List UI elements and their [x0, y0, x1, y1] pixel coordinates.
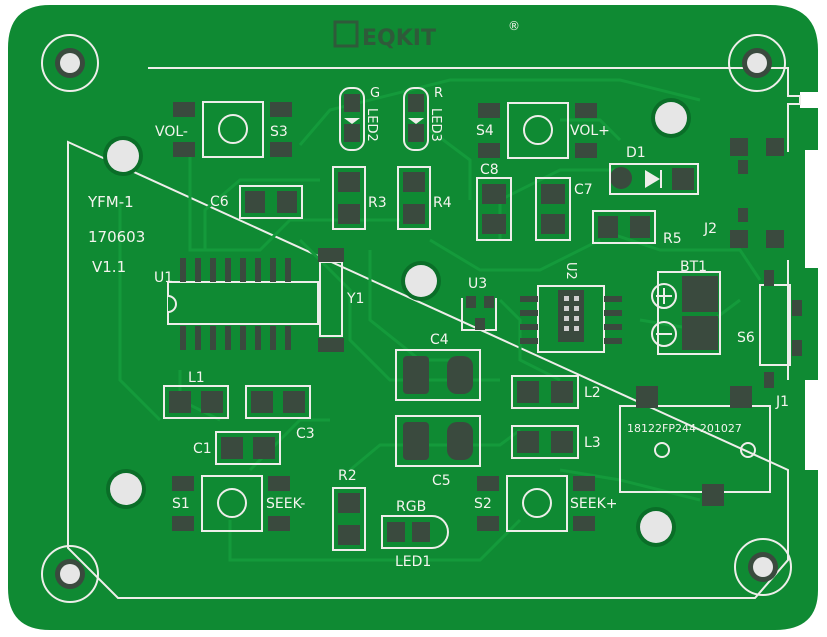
- inductor-l2: [511, 375, 579, 409]
- resistor-r2: [332, 487, 366, 551]
- registered-mark: ®: [508, 19, 520, 33]
- label-c3: C3: [296, 426, 315, 442]
- label-g: G: [370, 86, 380, 101]
- switch-s4: [478, 102, 597, 159]
- label-j1: J1: [775, 394, 789, 410]
- ic-u3: [461, 296, 497, 331]
- model-text: YFM-1: [87, 193, 134, 211]
- brand-logo: EQKIT ®: [333, 19, 520, 51]
- connector-j2: [730, 138, 784, 248]
- led2-footprint: [339, 87, 365, 151]
- label-s4: S4: [476, 123, 494, 139]
- label-d1: D1: [626, 145, 646, 161]
- brand-name: EQKIT: [362, 26, 436, 51]
- capacitor-c1: [215, 431, 281, 465]
- label-led1: LED1: [395, 554, 431, 570]
- capacitor-c3: [245, 385, 311, 419]
- label-u1: U1: [154, 270, 173, 286]
- label-vol-plus: VOL+: [570, 123, 610, 139]
- led1-footprint: [381, 515, 449, 549]
- label-c5: C5: [432, 473, 451, 489]
- connector-j1: [619, 386, 771, 506]
- capacitor-c5: [395, 415, 481, 467]
- label-j2: J2: [703, 221, 717, 237]
- label-seek-plus: SEEK+: [570, 496, 618, 512]
- label-u3: U3: [468, 276, 487, 292]
- label-u2: U2: [563, 262, 578, 280]
- label-r3: R3: [368, 195, 387, 211]
- label-c1: C1: [193, 441, 212, 457]
- mounting-holes: [41, 34, 792, 603]
- resistor-r3: [332, 166, 366, 230]
- label-seek-minus: SEEK-: [266, 496, 305, 512]
- label-r4: R4: [433, 195, 452, 211]
- label-s6: S6: [737, 330, 755, 346]
- led3-footprint: [403, 87, 429, 151]
- capacitor-c8: [476, 177, 512, 241]
- label-led3: LED3: [428, 108, 443, 142]
- date-code-text: 170603: [88, 228, 145, 246]
- label-rgb: RGB: [396, 499, 426, 515]
- board-frame: [67, 67, 801, 599]
- label-l3: L3: [584, 435, 601, 451]
- resistor-r5: [592, 210, 656, 244]
- batch-code-text: 18122FP244-201027: [627, 422, 742, 435]
- label-led2: LED2: [364, 108, 379, 142]
- label-l1: L1: [188, 370, 205, 386]
- diode-d1: [609, 163, 699, 195]
- label-c8: C8: [480, 162, 499, 178]
- label-s2: S2: [474, 496, 492, 512]
- crystal-y1: [318, 248, 344, 352]
- switch-s6: [759, 270, 802, 388]
- switch-s2: [477, 475, 595, 532]
- label-c4: C4: [430, 332, 449, 348]
- label-l2: L2: [584, 385, 601, 401]
- switch-s3: [173, 101, 292, 158]
- capacitor-c7: [535, 177, 571, 241]
- battery-bt1: [651, 271, 721, 355]
- label-s1: S1: [172, 496, 190, 512]
- label-y1: Y1: [346, 291, 364, 307]
- label-bt1: BT1: [680, 259, 707, 275]
- label-r2: R2: [338, 468, 357, 484]
- label-r: R: [434, 86, 443, 101]
- label-r5: R5: [663, 231, 682, 247]
- inductor-l1: [163, 385, 229, 419]
- pcb-board: [8, 5, 818, 630]
- label-c6: C6: [210, 194, 229, 210]
- capacitor-c6: [239, 185, 303, 219]
- inductor-l3: [511, 425, 579, 459]
- label-s3: S3: [270, 124, 288, 140]
- ic-u1: [167, 258, 319, 350]
- ic-u2: [520, 285, 622, 353]
- label-vol-minus: VOL-: [155, 124, 188, 140]
- label-c7: C7: [574, 182, 593, 198]
- switch-s1: [172, 475, 290, 532]
- resistor-r4: [397, 166, 431, 230]
- capacitor-c4: [395, 349, 481, 401]
- version-text: V1.1: [92, 258, 126, 276]
